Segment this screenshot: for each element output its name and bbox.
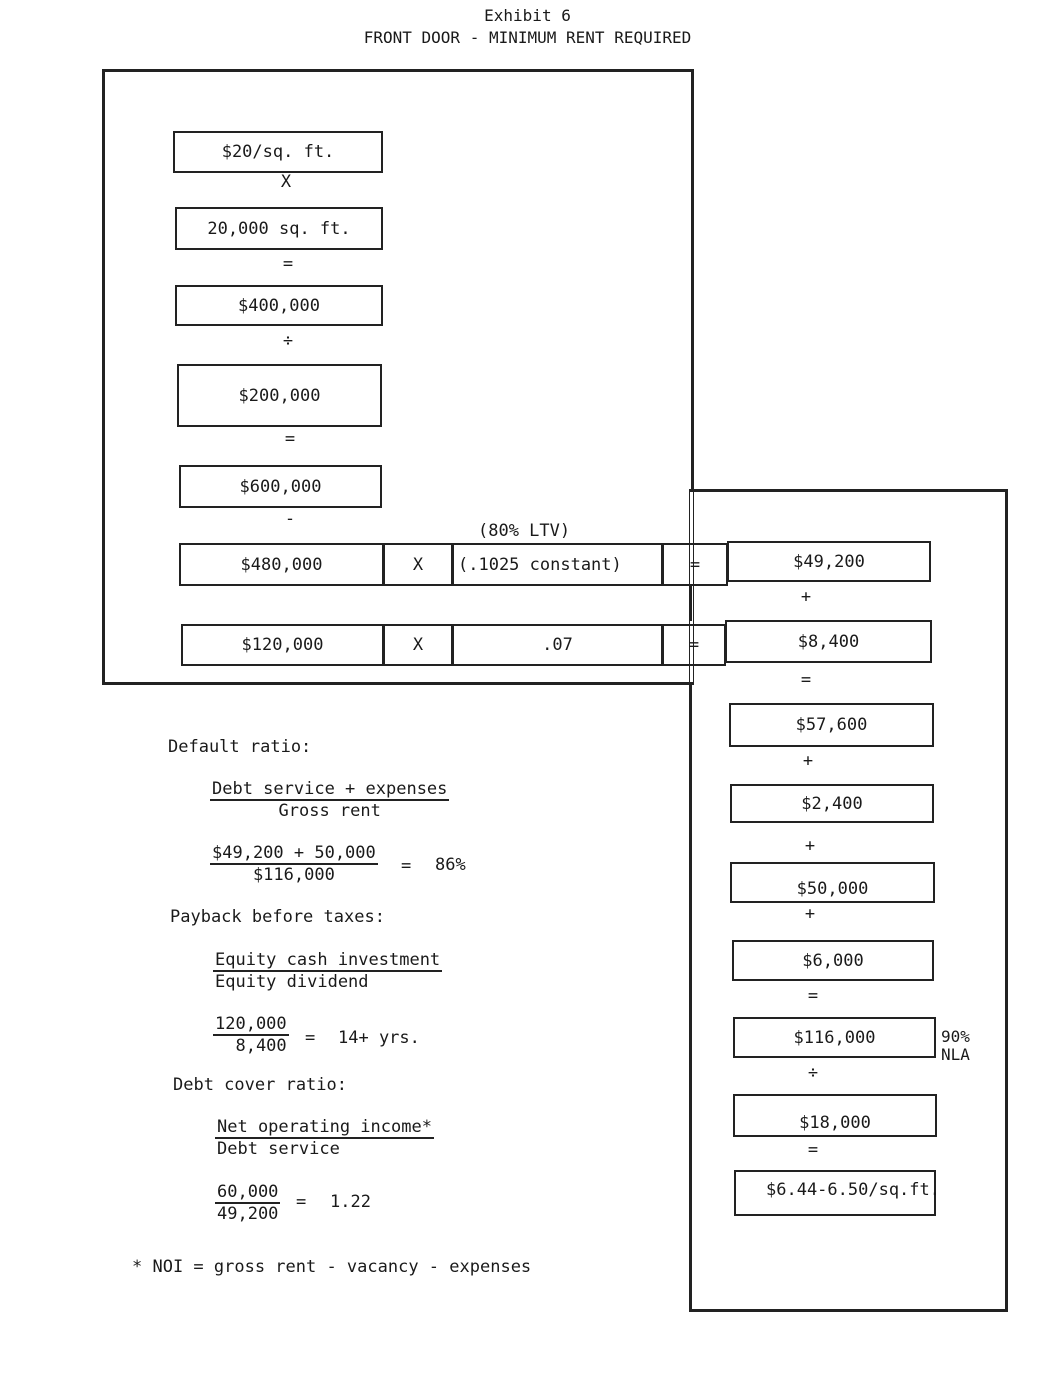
equals-box: = <box>662 543 728 586</box>
denominator: Gross rent <box>278 801 381 821</box>
other-box: $6,000 <box>732 940 934 981</box>
footnote: * NOI = gross rent - vacancy - expenses <box>132 1257 532 1277</box>
right-frame <box>689 489 1008 1312</box>
times-box: X <box>383 624 453 666</box>
rent-per-sqft-box: $20/sq. ft. <box>173 131 383 173</box>
denominator: Debt service <box>217 1139 340 1159</box>
numerator: Equity cash investment <box>213 950 443 972</box>
equity-dividend-box: $8,400 <box>725 620 932 663</box>
denominator: Equity dividend <box>215 972 369 992</box>
debt-cover-label: Debt cover ratio: <box>173 1075 347 1095</box>
debt-cover-calc: 60,000 49,200 <box>215 1182 281 1224</box>
operator: = <box>807 1140 819 1160</box>
equals-box: = <box>662 624 726 666</box>
numerator: $49,200 + 50,000 <box>210 843 378 865</box>
land-cost-box: $400,000 <box>175 285 383 326</box>
debt-service-box: $49,200 <box>727 541 931 582</box>
payback-result: 14+ yrs. <box>338 1028 420 1048</box>
exhibit-title: FRONT DOOR - MINIMUM RENT REQUIRED <box>363 28 692 47</box>
default-ratio-result: 86% <box>435 855 466 875</box>
loan-amount-box: $480,000 <box>179 543 384 586</box>
operator: + <box>804 904 816 924</box>
constant-box: (.1025 constant) <box>452 543 663 586</box>
payback-label: Payback before taxes: <box>170 907 385 927</box>
operator: = <box>807 986 819 1006</box>
divider <box>689 585 692 621</box>
operator: ÷ <box>807 1063 819 1083</box>
operator: ÷ <box>282 331 294 351</box>
operator: = <box>284 429 296 449</box>
nla-note-label: NLA <box>941 1045 970 1064</box>
denominator: 49,200 <box>217 1204 279 1224</box>
net-area-box: $18,000 <box>733 1094 937 1137</box>
vacancy-box: $2,400 <box>730 784 934 823</box>
payback-formula: Equity cash investment Equity dividend <box>213 950 443 992</box>
equity-amount-box: $120,000 <box>181 624 384 666</box>
denominator: $116,000 <box>252 865 335 885</box>
times-box: X <box>383 543 453 586</box>
equals-sign: = <box>296 1192 307 1212</box>
equity-rate-box: .07 <box>452 624 663 666</box>
operator: X <box>280 172 292 192</box>
total-cost-box: $600,000 <box>179 465 382 508</box>
area-box: 20,000 sq. ft. <box>175 207 383 250</box>
operator: + <box>800 587 812 607</box>
expenses-box: $50,000 <box>730 862 935 903</box>
ltv-label: (80% LTV) <box>478 521 571 541</box>
numerator: Net operating income* <box>215 1117 434 1139</box>
subtotal-box: $57,600 <box>729 703 934 747</box>
equals-sign: = <box>305 1028 316 1048</box>
equals-sign: = <box>401 856 412 876</box>
nla-note-percent: 90% <box>941 1027 970 1046</box>
operator: + <box>802 751 814 771</box>
denominator: 8,400 <box>235 1036 287 1056</box>
debt-cover-formula: Net operating income* Debt service <box>215 1117 434 1159</box>
debt-cover-result: 1.22 <box>330 1192 371 1212</box>
gross-rent-box: $116,000 <box>733 1017 936 1058</box>
numerator: 120,000 <box>213 1014 289 1036</box>
operator: + <box>804 836 816 856</box>
nla-note: 90% NLA <box>941 1028 970 1064</box>
numerator: Debt service + expenses <box>210 779 450 801</box>
default-ratio-label: Default ratio: <box>168 737 312 757</box>
building-cost-box: $200,000 <box>177 364 382 427</box>
default-ratio-formula: Debt service + expenses Gross rent <box>210 779 450 821</box>
numerator: 60,000 <box>215 1182 281 1204</box>
operator: = <box>282 254 294 274</box>
operator: = <box>800 670 812 690</box>
left-frame <box>102 69 694 685</box>
default-ratio-calc: $49,200 + 50,000 $116,000 <box>210 843 378 885</box>
payback-calc: 120,000 8,400 <box>213 1014 289 1056</box>
exhibit-number: Exhibit 6 <box>484 6 571 25</box>
minimum-rent-box: $6.44-6.50/sq.ft. <box>734 1170 940 1216</box>
operator: - <box>284 509 296 529</box>
